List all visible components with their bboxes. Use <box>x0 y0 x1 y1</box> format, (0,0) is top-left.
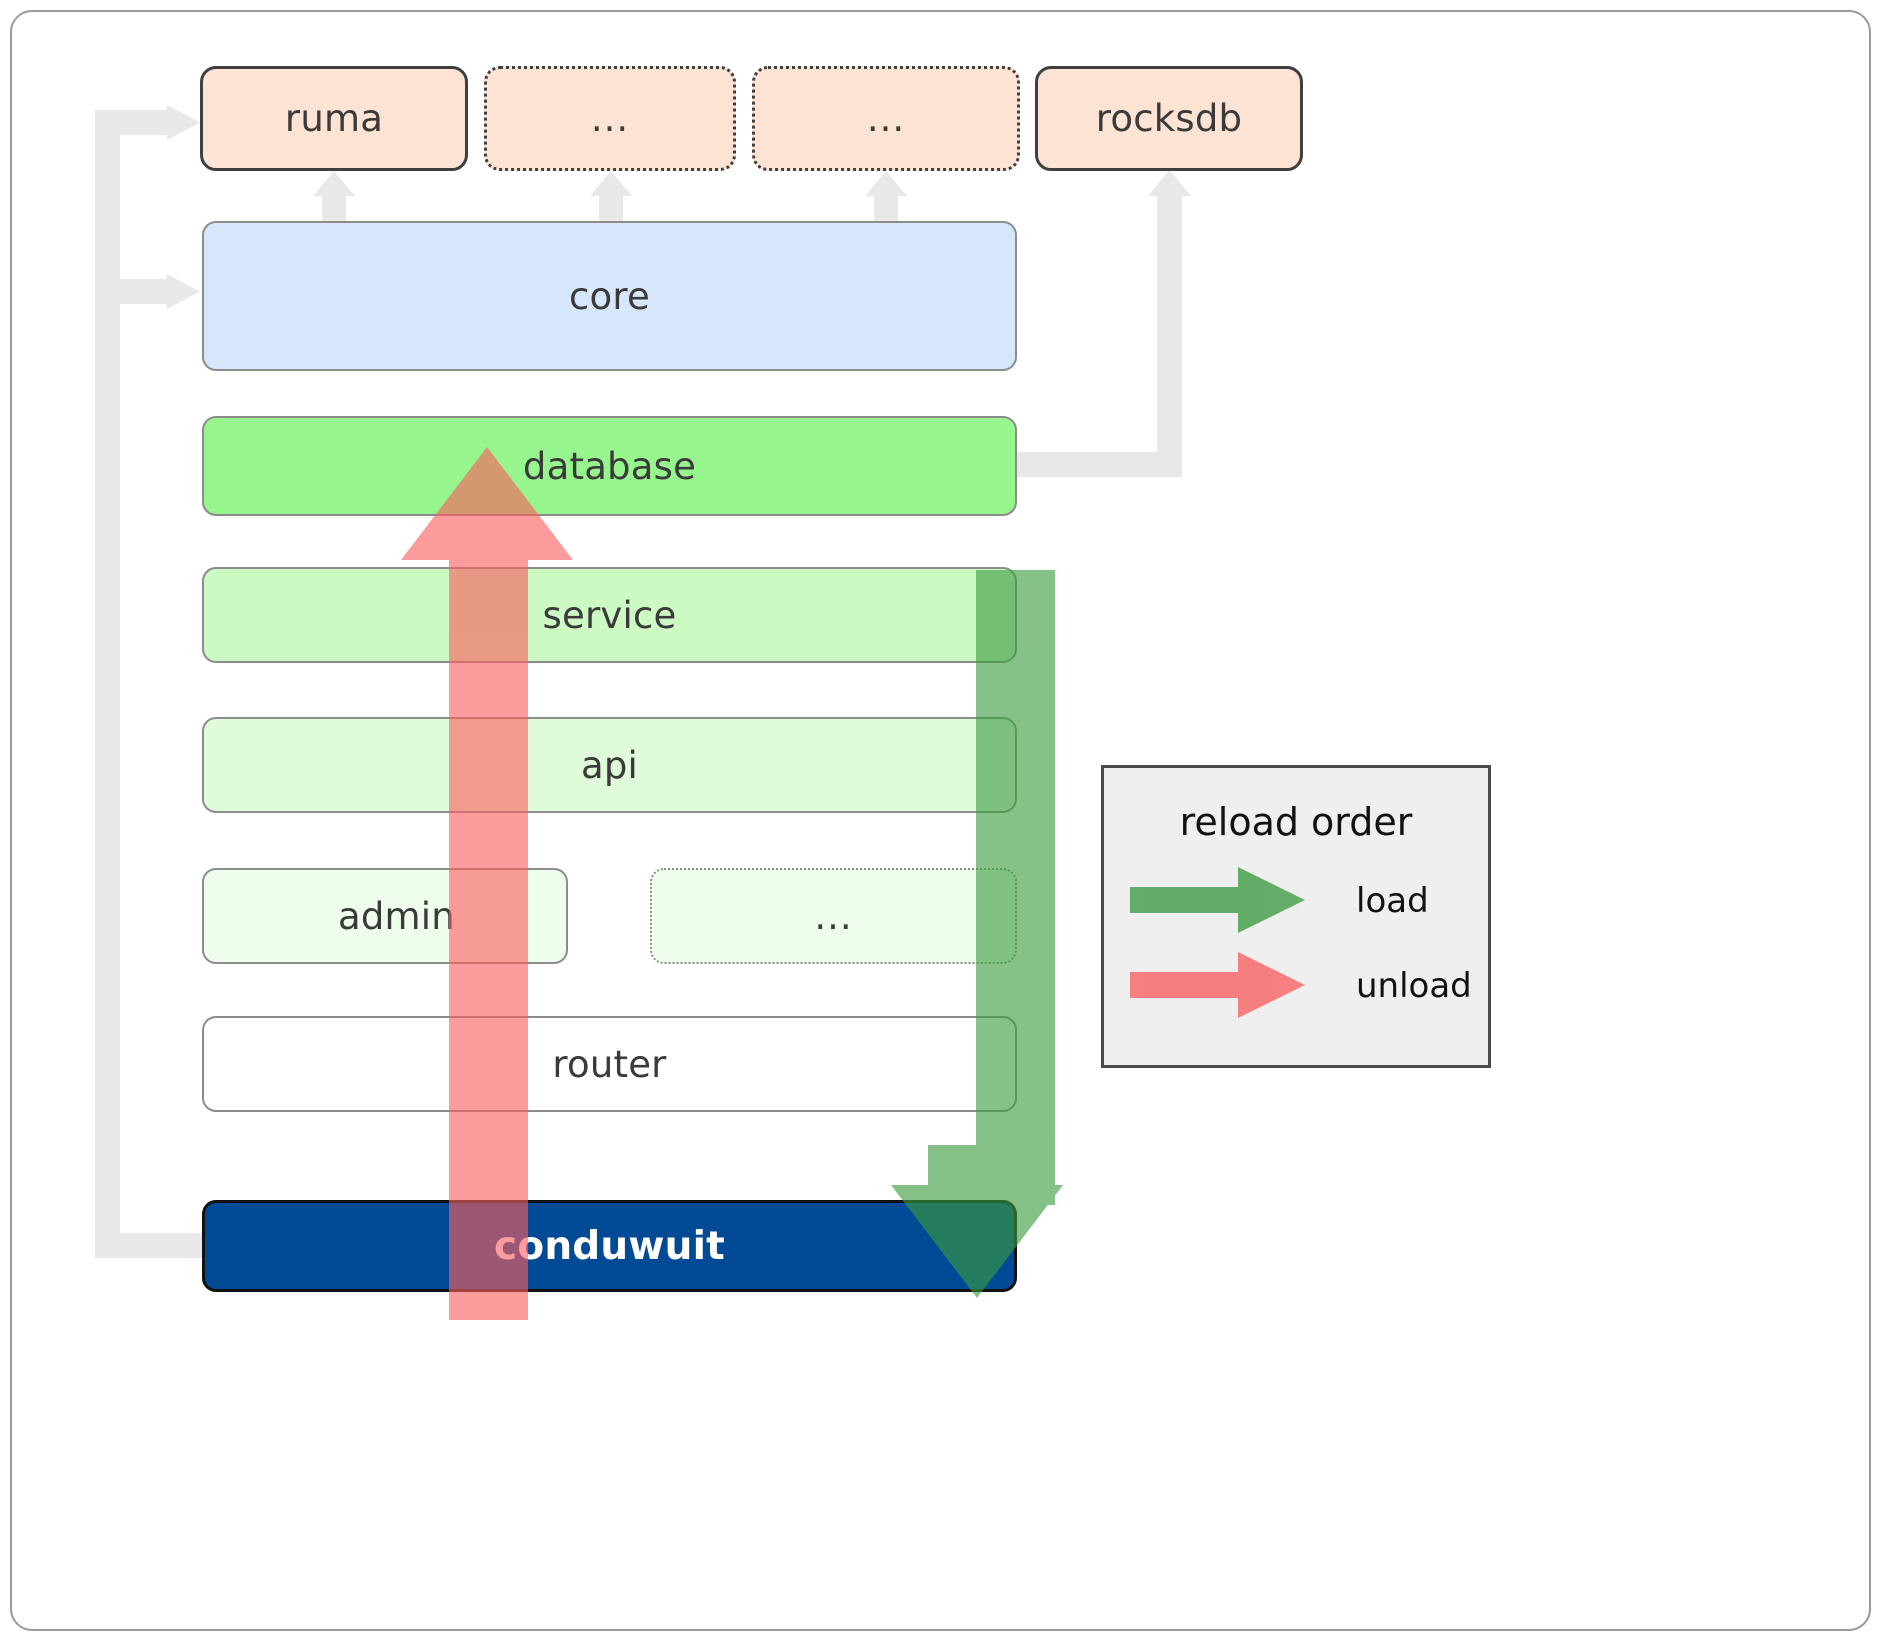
node-router[interactable]: router <box>202 1016 1017 1112</box>
legend-load-arrow-icon <box>1130 867 1305 933</box>
node-ruma[interactable]: ruma <box>200 66 468 171</box>
node-rocksdb[interactable]: rocksdb <box>1035 66 1303 171</box>
node-database[interactable]: database <box>202 416 1017 516</box>
node-dependency-placeholder-1-label: ... <box>590 97 630 140</box>
node-api[interactable]: api <box>202 717 1017 813</box>
node-conduwuit-label: conduwuit <box>494 1223 725 1269</box>
node-conduwuit[interactable]: conduwuit <box>202 1200 1017 1292</box>
node-dependency-placeholder-2[interactable]: ... <box>752 66 1020 171</box>
node-admin[interactable]: admin <box>202 868 568 964</box>
node-dependency-placeholder-2-label: ... <box>866 97 906 140</box>
node-core-label: core <box>569 274 650 318</box>
legend-panel: reload order load unload <box>1101 765 1491 1068</box>
legend-unload-arrow-icon <box>1130 952 1305 1018</box>
node-stack-placeholder-label: ... <box>814 894 853 938</box>
legend-load-label: load <box>1356 881 1429 921</box>
node-ruma-label: ruma <box>284 97 384 140</box>
node-rocksdb-label: rocksdb <box>1095 97 1243 140</box>
node-dependency-placeholder-1[interactable]: ... <box>484 66 736 171</box>
legend-title: reload order <box>1179 800 1413 844</box>
node-api-label: api <box>580 743 639 787</box>
legend-unload-label: unload <box>1356 966 1472 1006</box>
node-stack-placeholder[interactable]: ... <box>650 868 1017 964</box>
node-admin-label: admin <box>338 894 455 938</box>
node-service[interactable]: service <box>202 567 1017 663</box>
node-database-label: database <box>522 444 697 488</box>
node-router-label: router <box>552 1042 667 1086</box>
node-service-label: service <box>542 593 677 637</box>
node-core[interactable]: core <box>202 221 1017 371</box>
